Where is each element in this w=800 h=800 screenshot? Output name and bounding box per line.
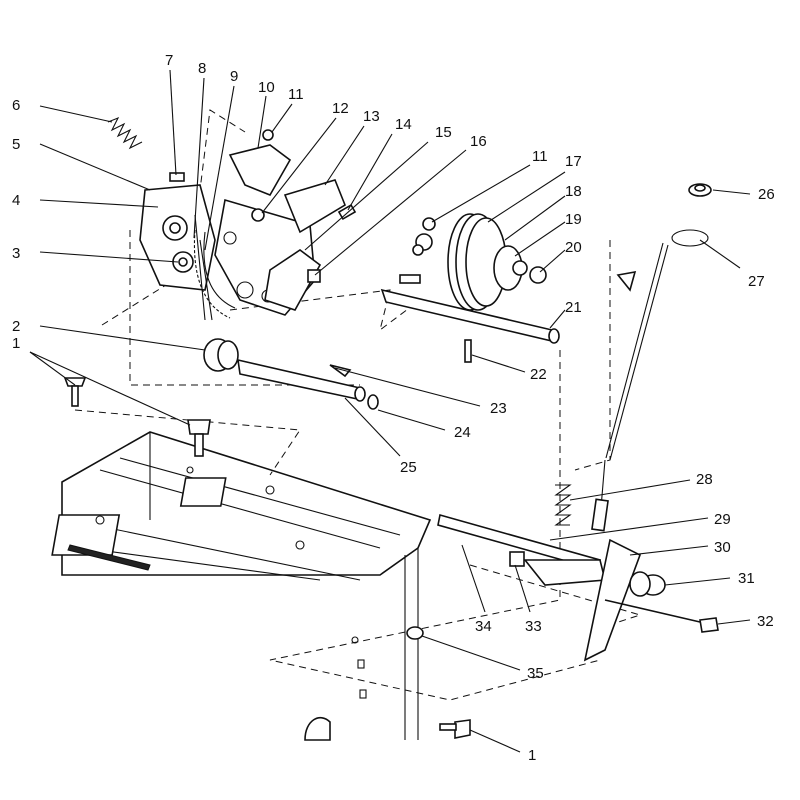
leader-4 [39, 199, 159, 208]
callout-27: 27 [748, 273, 765, 290]
leader-3 [39, 251, 179, 263]
leader-13 [324, 125, 365, 186]
callout-29: 29 [714, 511, 731, 528]
leader-17 [487, 171, 566, 223]
leader-27 [699, 239, 741, 269]
callout-7: 7 [165, 52, 173, 69]
leader-32 [717, 619, 751, 625]
callout-24: 24 [454, 424, 471, 441]
leader-29 [549, 517, 709, 541]
callout-4: 4 [12, 192, 20, 209]
leader-28 [569, 479, 691, 501]
control-rod-assembly [406, 183, 719, 662]
callout-11b: 11 [532, 148, 548, 165]
tensioner-bracket-assembly [139, 144, 346, 321]
leader-10 [257, 95, 267, 149]
leader-18 [504, 195, 566, 241]
callout-labels: 1 2 3 4 5 6 7 8 9 10 11 12 13 14 15 16 1… [12, 52, 775, 764]
callout-3: 3 [12, 245, 20, 262]
leader-33 [514, 564, 531, 613]
callout-9: 9 [230, 68, 238, 85]
callout-32: 32 [757, 613, 774, 630]
leader-12 [261, 117, 337, 214]
callout-23: 23 [490, 400, 507, 417]
callout-13: 13 [363, 108, 380, 125]
leader-21 [549, 309, 566, 329]
callout-33: 33 [525, 618, 542, 635]
drive-shaft-assembly [203, 338, 379, 410]
leader-8 [193, 77, 205, 239]
leader-1a2 [29, 351, 191, 426]
callout-8: 8 [198, 60, 206, 77]
callout-19: 19 [565, 211, 582, 228]
leader-15 [304, 141, 429, 251]
leader-16 [314, 149, 467, 276]
callout-18: 18 [565, 183, 582, 200]
carriage-bolts [63, 377, 471, 739]
callout-17: 17 [565, 153, 582, 170]
callout-leaders [29, 69, 751, 753]
callout-15: 15 [435, 124, 452, 141]
leader-31 [664, 577, 731, 586]
callout-5: 5 [12, 136, 20, 153]
leader-11a [271, 103, 293, 133]
leader-11b [431, 164, 531, 223]
callout-31: 31 [738, 570, 755, 587]
leader-2 [39, 325, 206, 351]
callout-22: 22 [530, 366, 547, 383]
leader-6 [39, 105, 113, 123]
leader-20 [539, 249, 566, 273]
callout-2: 2 [12, 318, 20, 335]
small-fasteners-left [169, 129, 357, 283]
callout-25: 25 [400, 459, 417, 476]
spring [107, 116, 143, 150]
leader-34 [461, 544, 486, 613]
callout-26: 26 [758, 186, 775, 203]
callout-6: 6 [12, 97, 20, 114]
leader-7 [169, 69, 177, 176]
callout-10: 10 [258, 79, 275, 96]
callout-20: 20 [565, 239, 582, 256]
leader-26 [712, 189, 751, 195]
leader-14 [347, 133, 393, 211]
callout-14: 14 [395, 116, 412, 133]
leader-24 [377, 409, 446, 431]
chain-sprocket [193, 229, 236, 319]
callout-1a: 1 [12, 335, 20, 352]
callout-16: 16 [470, 133, 487, 150]
callout-11a: 11 [288, 86, 304, 103]
leader-30 [629, 545, 709, 556]
leader-9 [204, 85, 235, 251]
callout-30: 30 [714, 539, 731, 556]
callout-12: 12 [332, 100, 349, 117]
frame-plate [51, 431, 432, 741]
leader-25 [344, 397, 401, 457]
leader-35 [421, 635, 521, 671]
callout-35: 35 [527, 665, 544, 682]
leader-5 [39, 143, 151, 191]
leader-23 [334, 367, 481, 407]
pulley-assembly [380, 213, 560, 363]
callout-28: 28 [696, 471, 713, 488]
callout-34: 34 [475, 618, 492, 635]
leader-1b [469, 729, 521, 753]
leader-19 [514, 221, 566, 257]
leader-22 [471, 354, 526, 373]
callout-1b: 1 [528, 747, 536, 764]
leader-1a [29, 351, 76, 386]
callout-21: 21 [565, 299, 582, 316]
